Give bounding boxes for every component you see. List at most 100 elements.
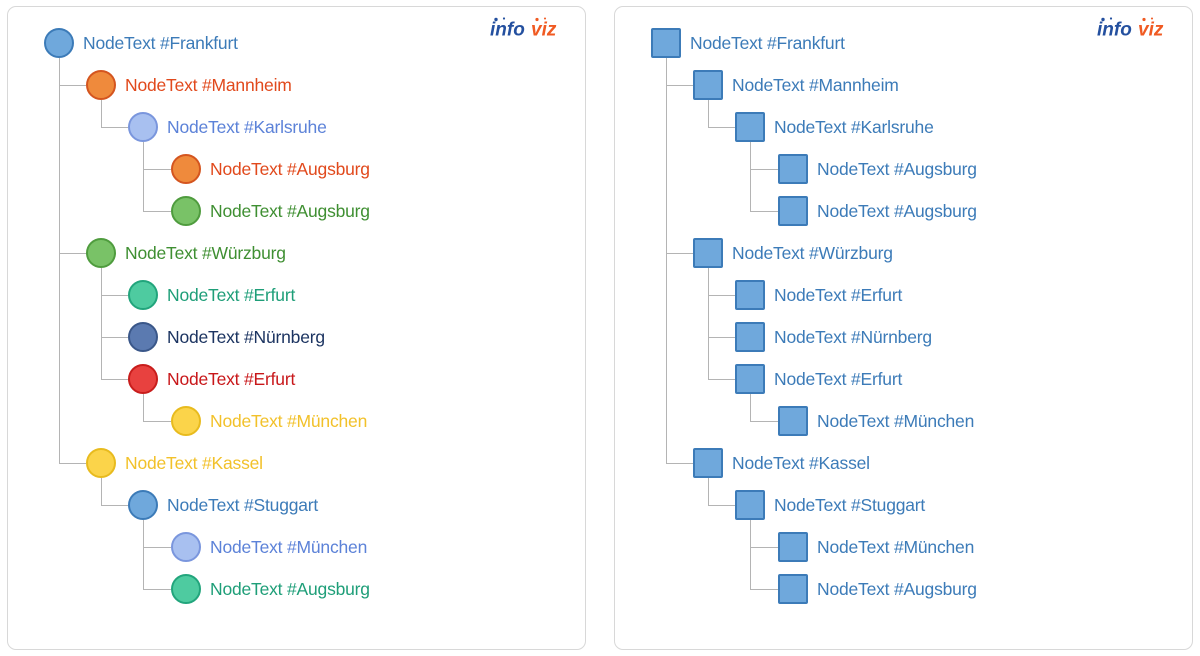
node-square-icon[interactable] [778, 406, 808, 436]
tree-node-row[interactable]: NodeText #Mannheim [693, 64, 899, 106]
tree-node-row[interactable]: NodeText #Augsburg [171, 568, 370, 610]
tree-node-row[interactable]: NodeText #Karlsruhe [128, 106, 327, 148]
tree-node-label: NodeText #Augsburg [210, 578, 370, 599]
tree-node-label: NodeText #Erfurt [167, 284, 296, 305]
node-circle-icon[interactable] [171, 574, 201, 604]
tree-node-row[interactable]: NodeText #Augsburg [778, 568, 977, 610]
node-circle-icon[interactable] [171, 154, 201, 184]
tree-connector-horizontal [708, 295, 735, 296]
tree-connector-horizontal [143, 211, 171, 212]
node-circle-icon[interactable] [128, 364, 158, 394]
tree-node-label: NodeText #Karlsruhe [167, 116, 327, 137]
node-square-icon[interactable] [735, 490, 765, 520]
tree-node-row[interactable]: NodeText #Kassel [86, 442, 263, 484]
tree-node-row[interactable]: NodeText #München [171, 400, 367, 442]
tree-connector-horizontal [101, 337, 128, 338]
tree-connector-horizontal [708, 337, 735, 338]
node-circle-icon[interactable] [128, 112, 158, 142]
tree-node-row[interactable]: NodeText #Erfurt [735, 358, 902, 400]
node-square-icon[interactable] [651, 28, 681, 58]
node-square-icon[interactable] [735, 280, 765, 310]
tree-connector-horizontal [708, 379, 735, 380]
tree-node-label: NodeText #München [210, 410, 368, 431]
node-circle-icon[interactable] [44, 28, 74, 58]
node-square-icon[interactable] [735, 322, 765, 352]
tree-node-row[interactable]: NodeText #Würzburg [693, 232, 893, 274]
tree-node-label: NodeText #Augsburg [210, 200, 370, 221]
tree-node-row[interactable]: NodeText #Frankfurt [651, 22, 845, 64]
tree-node-row[interactable]: NodeText #Mannheim [86, 64, 292, 106]
tree-connector-horizontal [708, 505, 735, 506]
node-circle-icon[interactable] [128, 322, 158, 352]
node-circle-icon[interactable] [128, 280, 158, 310]
node-square-icon[interactable] [778, 574, 808, 604]
tree-node-label: NodeText #Würzburg [125, 242, 286, 263]
node-circle-icon[interactable] [171, 406, 201, 436]
tree-node-label: NodeText #Erfurt [774, 368, 903, 389]
tree-connector-vertical [708, 478, 709, 505]
tree-connector-vertical [59, 58, 60, 463]
tree-node-label: NodeText #Erfurt [774, 284, 903, 305]
node-circle-icon[interactable] [86, 70, 116, 100]
tree-node-row[interactable]: NodeText #Nürnberg [735, 316, 932, 358]
node-square-icon[interactable] [778, 196, 808, 226]
tree-connector-horizontal [101, 505, 128, 506]
tree-node-label: NodeText #Stuggart [167, 494, 319, 515]
tree-node-label: NodeText #Karlsruhe [774, 116, 934, 137]
tree-node-row[interactable]: NodeText #Stuggart [735, 484, 925, 526]
tree-connector-horizontal [750, 547, 778, 548]
svg-text:info: info [1097, 20, 1132, 41]
svg-text:info: info [490, 20, 525, 41]
tree-node-label: NodeText #Nürnberg [774, 326, 932, 347]
tree-node-row[interactable]: NodeText #Nürnberg [128, 316, 325, 358]
node-circle-icon[interactable] [86, 238, 116, 268]
tree-node-row[interactable]: NodeText #München [171, 526, 367, 568]
tree-connector-horizontal [143, 547, 171, 548]
tree-node-label: NodeText #München [817, 536, 975, 557]
tree-node-row[interactable]: NodeText #München [778, 400, 974, 442]
tree-node-row[interactable]: NodeText #Augsburg [778, 190, 977, 232]
node-square-icon[interactable] [778, 532, 808, 562]
node-square-icon[interactable] [693, 238, 723, 268]
tree-node-label: NodeText #Frankfurt [83, 32, 238, 53]
tree-connector-vertical [708, 268, 709, 379]
node-square-icon[interactable] [693, 448, 723, 478]
node-square-icon[interactable] [693, 70, 723, 100]
tree-node-row[interactable]: NodeText #Stuggart [128, 484, 318, 526]
tree-node-row[interactable]: NodeText #Augsburg [171, 148, 370, 190]
tree-node-row[interactable]: NodeText #Karlsruhe [735, 106, 934, 148]
infoviz-logo: info viz [1097, 17, 1164, 41]
tree-node-row[interactable]: NodeText #Augsburg [171, 190, 370, 232]
tree-node-label: NodeText #Augsburg [817, 578, 977, 599]
tree-connector-horizontal [59, 253, 86, 254]
tree-connector-horizontal [143, 589, 171, 590]
tree-node-row[interactable]: NodeText #Erfurt [128, 274, 295, 316]
tree-connector-vertical [708, 100, 709, 127]
svg-text:viz: viz [531, 20, 557, 41]
node-circle-icon[interactable] [171, 532, 201, 562]
tree-node-row[interactable]: NodeText #Augsburg [778, 148, 977, 190]
tree-connector-horizontal [59, 85, 86, 86]
tree-connector-horizontal [101, 127, 128, 128]
tree-node-row[interactable]: NodeText #München [778, 526, 974, 568]
tree-node-label: NodeText #Mannheim [125, 74, 292, 95]
node-square-icon[interactable] [778, 154, 808, 184]
node-square-icon[interactable] [735, 364, 765, 394]
tree-connector-vertical [143, 520, 144, 589]
tree-node-label: NodeText #Würzburg [732, 242, 893, 263]
node-circle-icon[interactable] [86, 448, 116, 478]
tree-node-row[interactable]: NodeText #Erfurt [128, 358, 295, 400]
tree-connector-horizontal [143, 169, 171, 170]
tree-node-row[interactable]: NodeText #Kassel [693, 442, 870, 484]
tree-node-label: NodeText #Erfurt [167, 368, 296, 389]
tree-node-row[interactable]: NodeText #Erfurt [735, 274, 902, 316]
tree-connector-horizontal [101, 379, 128, 380]
tree-node-row[interactable]: NodeText #Frankfurt [44, 22, 238, 64]
node-circle-icon[interactable] [128, 490, 158, 520]
node-square-icon[interactable] [735, 112, 765, 142]
node-circle-icon[interactable] [171, 196, 201, 226]
tree-node-label: NodeText #Mannheim [732, 74, 899, 95]
tree-node-row[interactable]: NodeText #Würzburg [86, 232, 286, 274]
